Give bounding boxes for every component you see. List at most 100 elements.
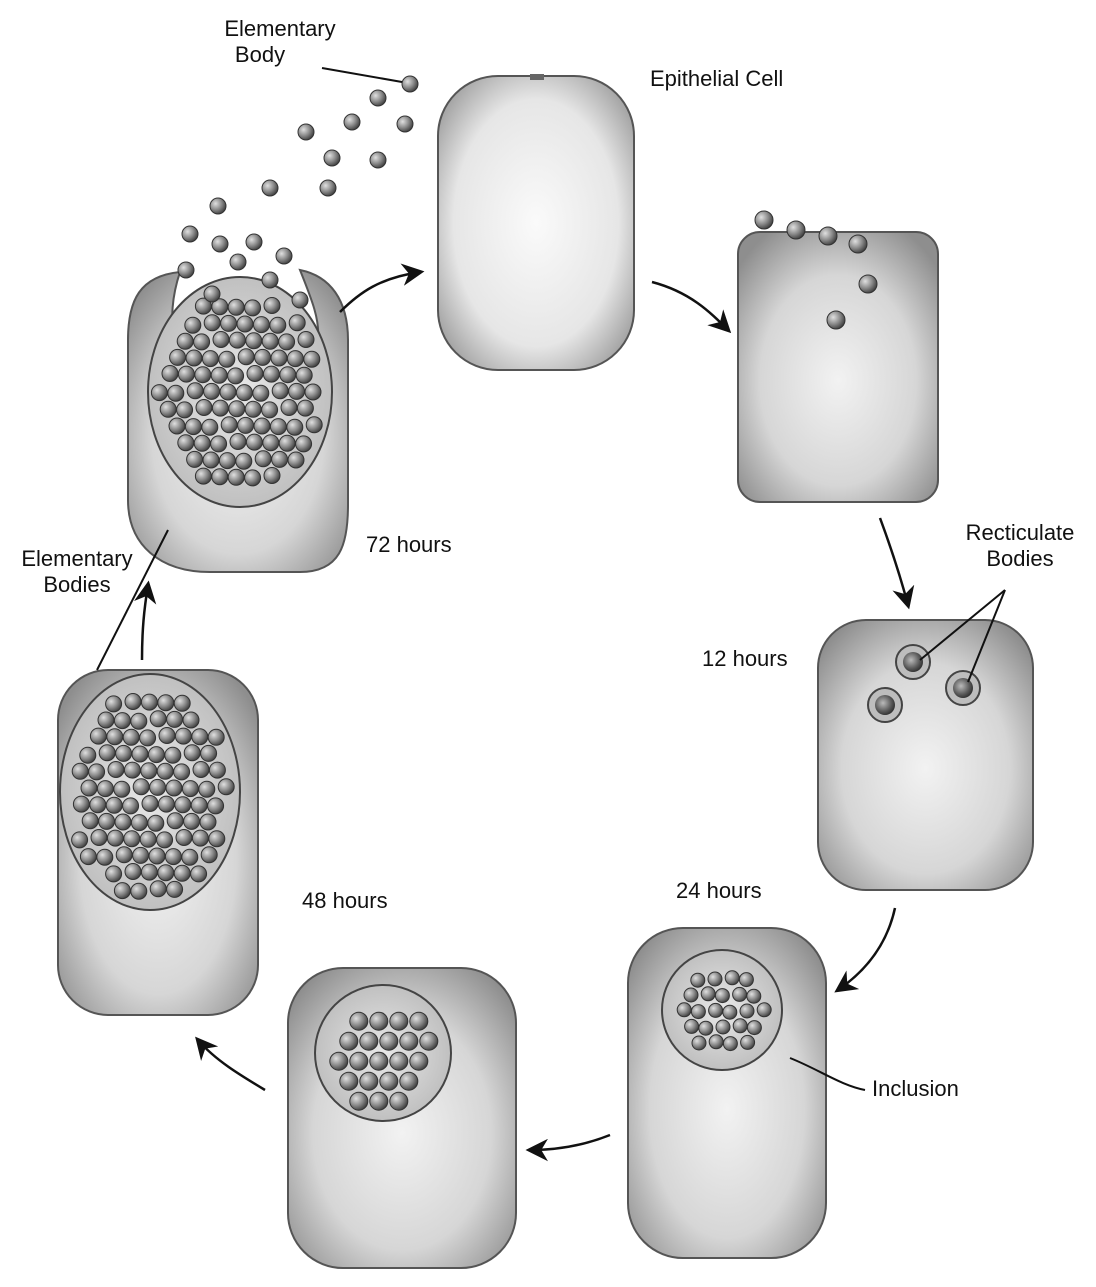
elementary-body	[177, 333, 193, 349]
reticulate-body	[340, 1072, 358, 1090]
elementary-body	[165, 747, 181, 763]
reticulate-body	[684, 988, 698, 1002]
elementary-body	[142, 796, 158, 812]
elementary-body	[124, 831, 140, 847]
elementary-body	[97, 781, 113, 797]
reticulate-body	[739, 973, 753, 987]
elementary-body	[204, 383, 220, 399]
elementary-body	[140, 831, 156, 847]
elementary-body	[184, 813, 200, 829]
elementary-body	[263, 435, 279, 451]
reticulate-body	[747, 1021, 761, 1035]
reticulate-body	[390, 1052, 408, 1070]
elementary-body	[141, 864, 157, 880]
elementary-body	[306, 417, 322, 433]
elementary-body	[201, 847, 217, 863]
label-epithelial-cell: Epithelial Cell	[650, 66, 783, 92]
elementary-body	[133, 847, 149, 863]
cycle-arrow	[880, 518, 908, 605]
elementary-body	[264, 298, 280, 314]
elementary-body	[255, 349, 271, 365]
elementary-body	[287, 419, 303, 435]
elementary-body	[230, 254, 246, 270]
elementary-body	[228, 469, 244, 485]
elementary-body	[402, 76, 418, 92]
elementary-body	[182, 781, 198, 797]
elementary-body	[320, 180, 336, 196]
elementary-body	[264, 468, 280, 484]
cell-48-hours	[288, 968, 516, 1268]
reticulate-body	[350, 1052, 368, 1070]
elementary-body	[195, 367, 211, 383]
elementary-body	[167, 881, 183, 897]
elementary-body	[221, 417, 237, 433]
reticulate-body	[691, 1005, 705, 1019]
elementary-body	[192, 830, 208, 846]
elementary-body	[238, 417, 254, 433]
elementary-body	[150, 881, 166, 897]
reticulate-body	[692, 1036, 706, 1050]
elementary-body	[397, 116, 413, 132]
elementary-body	[116, 745, 132, 761]
elementary-body	[220, 384, 236, 400]
elementary-body	[263, 366, 279, 382]
cell-12-hours	[818, 590, 1033, 890]
label-24-hours: 24 hours	[676, 878, 762, 904]
elementary-body	[819, 227, 837, 245]
elementary-body	[279, 435, 295, 451]
elementary-body	[245, 470, 261, 486]
elementary-body	[229, 401, 245, 417]
reticulate-body	[701, 987, 715, 1001]
elementary-body	[191, 866, 207, 882]
reticulate-body	[410, 1012, 428, 1030]
reticulate-body	[390, 1092, 408, 1110]
cell-24-hours	[628, 928, 865, 1258]
reticulate-body	[691, 973, 705, 987]
elementary-body	[151, 385, 167, 401]
elementary-body	[140, 730, 156, 746]
elementary-body	[221, 315, 237, 331]
elementary-body	[90, 728, 106, 744]
elementary-body	[73, 796, 89, 812]
cycle-arrow	[198, 1040, 265, 1090]
reticulate-body	[868, 688, 902, 722]
cycle-arrow	[530, 1135, 610, 1150]
elementary-body	[150, 779, 166, 795]
elementary-body	[185, 419, 201, 435]
elementary-body	[262, 402, 278, 418]
elementary-body	[203, 452, 219, 468]
elementary-body	[289, 383, 305, 399]
elementary-body	[162, 366, 178, 382]
label-inclusion: Inclusion	[872, 1076, 959, 1102]
elementary-body	[228, 368, 244, 384]
elementary-body	[182, 849, 198, 865]
elementary-body	[292, 292, 308, 308]
reticulate-body	[685, 1019, 699, 1033]
elementary-body	[91, 830, 107, 846]
elementary-body	[108, 762, 124, 778]
elementary-body	[186, 350, 202, 366]
elementary-body	[209, 831, 225, 847]
reticulate-body	[420, 1032, 438, 1050]
elementary-body	[212, 236, 228, 252]
reticulate-body	[400, 1072, 418, 1090]
elementary-body	[208, 798, 224, 814]
reticulate-body	[350, 1012, 368, 1030]
elementary-body	[253, 317, 269, 333]
elementary-body	[192, 729, 208, 745]
elementary-body	[191, 797, 207, 813]
reticulate-body	[716, 1020, 730, 1034]
elementary-body	[80, 849, 96, 865]
elementary-body	[210, 198, 226, 214]
elementary-body	[229, 332, 245, 348]
elementary-body	[174, 865, 190, 881]
elementary-body	[211, 436, 227, 452]
reticulate-body	[725, 971, 739, 985]
elementary-body	[107, 830, 123, 846]
reticulate-body	[740, 1004, 754, 1018]
reticulate-body	[380, 1072, 398, 1090]
elementary-body	[176, 830, 192, 846]
elementary-body	[755, 211, 773, 229]
elementary-body	[174, 695, 190, 711]
label-elementary-bodies: Elementary Bodies	[2, 546, 152, 598]
